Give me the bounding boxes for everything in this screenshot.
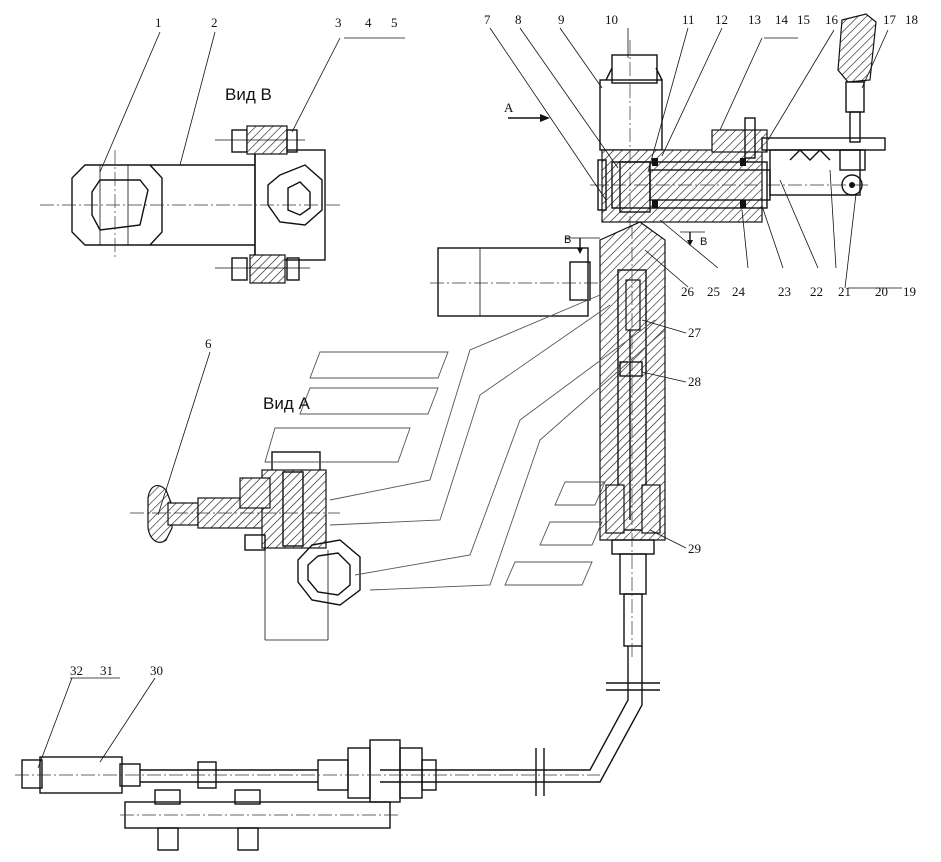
exploded-outline-shapes: [264, 294, 666, 591]
callout-19: 19: [903, 284, 916, 299]
view-b-drawing: [40, 125, 340, 284]
callout-17: 17: [883, 12, 897, 27]
callout-30: 30: [150, 663, 163, 678]
callout-26: 26: [681, 284, 695, 299]
view-b-title: Вид B: [225, 85, 272, 104]
callout-5: 5: [391, 15, 398, 30]
bottom-rod-assembly: [15, 646, 660, 851]
section-b-left-label: B: [564, 234, 571, 246]
callout-22: 22: [810, 284, 823, 299]
callout-32: 32: [70, 663, 83, 678]
main-assembly: [430, 13, 886, 660]
callout-4: 4: [365, 15, 372, 30]
labels: Вид B Вид A A B B 1 2 3 4 5 6 7 8 9 10 1…: [70, 12, 918, 678]
callout-3: 3: [335, 15, 342, 30]
callout-20: 20: [875, 284, 888, 299]
callout-24: 24: [732, 284, 746, 299]
callout-13: 13: [748, 12, 761, 27]
callout-21: 21: [838, 284, 851, 299]
callout-14: 14: [775, 12, 789, 27]
callout-18: 18: [905, 12, 918, 27]
view-a-drawing: [130, 451, 361, 641]
callout-2: 2: [211, 15, 218, 30]
callout-15: 15: [797, 12, 810, 27]
callout-29: 29: [688, 541, 701, 556]
callout-11: 11: [682, 12, 695, 27]
callout-12: 12: [715, 12, 728, 27]
callout-1: 1: [155, 15, 162, 30]
arrow-a-label: A: [504, 100, 514, 115]
callout-25: 25: [707, 284, 720, 299]
callout-27: 27: [688, 325, 702, 340]
section-b-right-label: B: [700, 236, 707, 248]
callout-28: 28: [688, 374, 701, 389]
callout-9: 9: [558, 12, 565, 27]
callout-31: 31: [100, 663, 113, 678]
callout-23: 23: [778, 284, 791, 299]
callout-8: 8: [515, 12, 522, 27]
callout-16: 16: [825, 12, 839, 27]
callout-7: 7: [484, 12, 491, 27]
callout-6: 6: [205, 336, 212, 351]
leader-lines: [37, 27, 902, 769]
callout-10: 10: [605, 12, 618, 27]
view-a-title: Вид A: [263, 394, 310, 413]
